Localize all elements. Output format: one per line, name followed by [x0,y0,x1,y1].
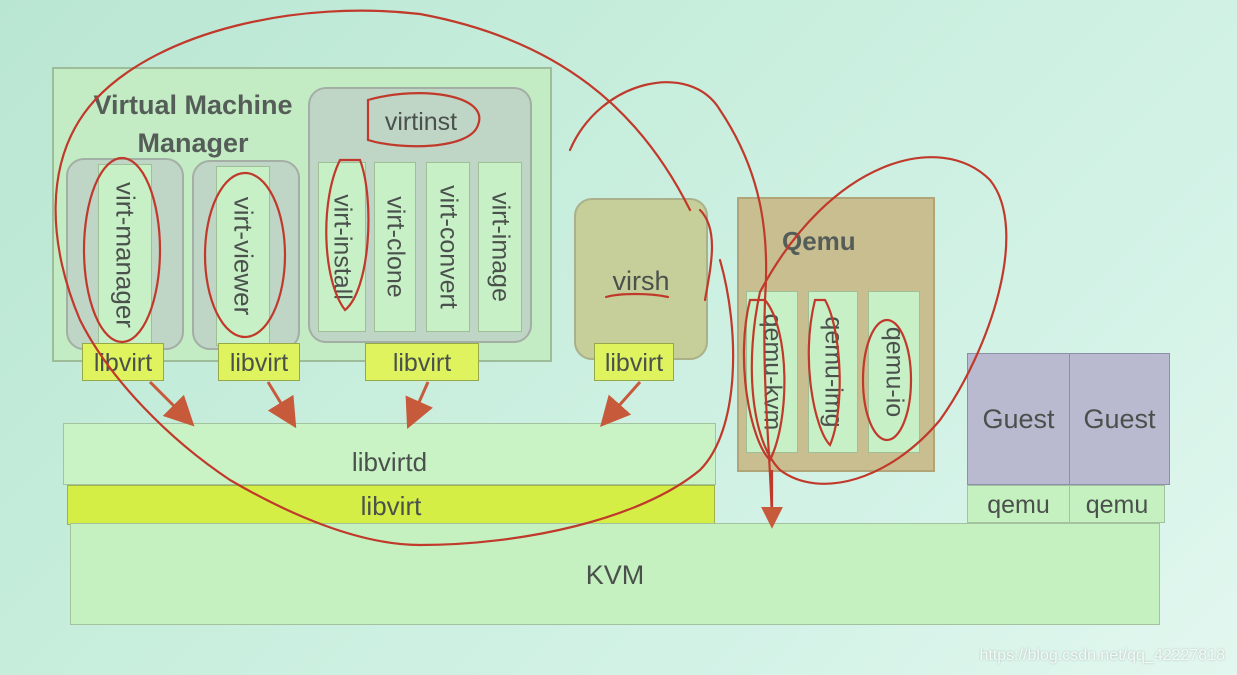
virt-viewer-label: virt-viewer [228,196,259,316]
vmm-title-line1: Virtual Machine [93,90,293,120]
virt-install-label: virt-install [328,194,357,300]
libvirt-virt-manager: libvirt [82,343,164,381]
virtinst-title: virtinst [384,108,458,136]
vmm-title-line2: Manager [137,128,249,158]
arrow-virsh-to-libvirtd [600,381,642,427]
guest-1: Guest [967,353,1070,485]
virt-clone-tool: virt-clone [374,162,416,332]
qemu-img-tool: qemu-img [808,291,858,453]
qemu-img-label: qemu-img [819,316,848,428]
qemu-io-label: qemu-io [880,326,909,418]
virt-clone-label: virt-clone [381,196,410,298]
virt-manager-label: virt-manager [110,182,141,328]
vmm-title: Virtual Machine Manager [68,86,318,162]
libvirt-layer: libvirt [67,485,715,525]
guest-2: Guest [1069,353,1170,485]
arrow-virtinst-to-libvirtd [405,381,434,429]
virt-image-label: virt-image [486,192,515,302]
virt-viewer-tool: virt-viewer [216,166,270,346]
virt-image-tool: virt-image [478,162,522,332]
virt-manager-tool: virt-manager [98,164,152,346]
libvirt-virtinst: libvirt [365,343,479,381]
virsh-label: virsh [612,266,670,296]
libvirtd-layer: libvirtd [63,423,716,485]
watermark: https://blog.csdn.net/qq_42227818 [979,647,1225,664]
guest-2-qemu: qemu [1069,485,1165,523]
qemu-io-tool: qemu-io [868,291,920,453]
qemu-kvm-label: qemu-kvm [758,313,787,431]
kvm-layer: KVM [70,523,1160,625]
virt-convert-tool: virt-convert [426,162,470,332]
virt-install-tool: virt-install [318,162,366,332]
virt-convert-label: virt-convert [434,185,463,309]
arrow-virt-viewer-to-libvirtd [266,381,297,429]
libvirt-virt-viewer: libvirt [218,343,300,381]
guest-1-qemu: qemu [967,485,1070,523]
libvirt-virsh: libvirt [594,343,674,381]
qemu-title: Qemu [782,226,856,256]
qemu-kvm-tool: qemu-kvm [746,291,798,453]
arrow-virt-manager-to-libvirtd [148,380,195,427]
